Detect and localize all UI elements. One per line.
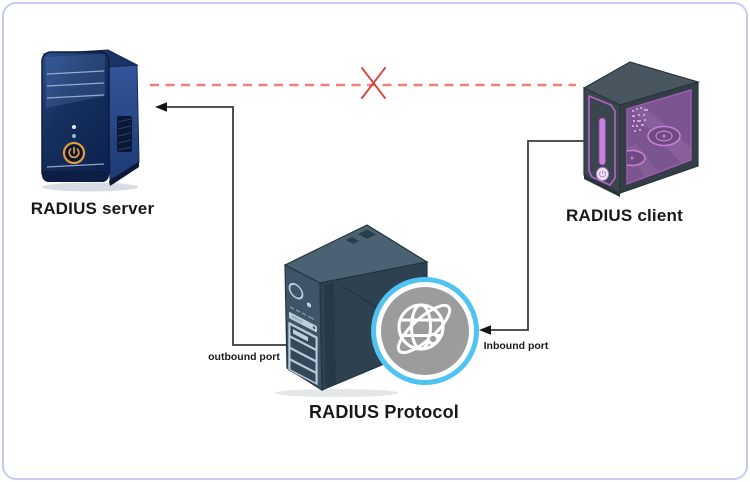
case-window-icon bbox=[626, 89, 692, 186]
globe-badge-icon bbox=[371, 277, 479, 385]
blocked-x-icon bbox=[361, 67, 386, 99]
power-button-icon bbox=[596, 167, 609, 181]
power-button-icon bbox=[62, 141, 86, 165]
inbound-connection-line bbox=[479, 140, 585, 335]
front-panel-icon bbox=[588, 95, 616, 186]
radius-client-label: RADIUS client bbox=[566, 206, 683, 225]
radius-protocol-label: RADIUS Protocol bbox=[308, 402, 459, 422]
radius-client-icon bbox=[582, 61, 701, 197]
disc-icon bbox=[647, 125, 681, 147]
outbound-port-label: outbound port bbox=[208, 351, 280, 363]
arrowhead-left-icon bbox=[479, 325, 491, 335]
inbound-port-label: Inbound port bbox=[483, 340, 549, 352]
disc-icon bbox=[627, 149, 646, 167]
circuit-marks-icon bbox=[632, 107, 648, 132]
radius-server-icon bbox=[41, 49, 140, 192]
arrowhead-left-icon bbox=[155, 102, 167, 112]
outbound-connection-line bbox=[155, 102, 292, 346]
radius-server-label: RADIUS server bbox=[30, 199, 155, 218]
drive-bays-icon bbox=[287, 282, 319, 386]
orbit-node-icon bbox=[426, 332, 440, 346]
